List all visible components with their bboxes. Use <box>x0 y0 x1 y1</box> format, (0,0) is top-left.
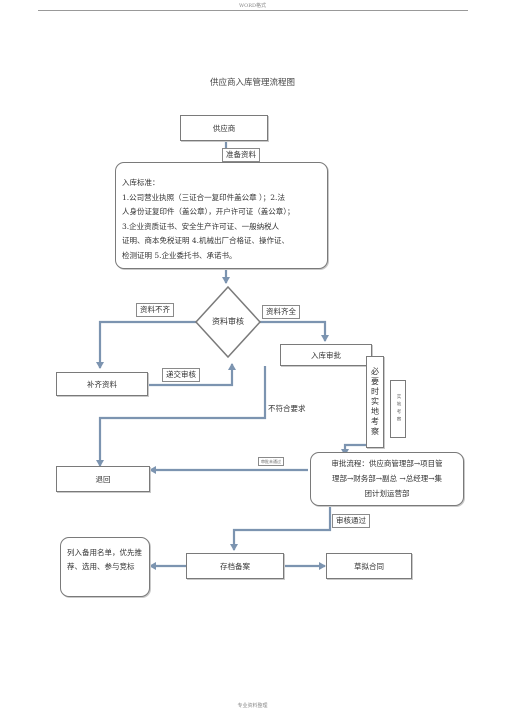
reserve-list-node: 列入备用名单，优先推荐、选用、参与竞标 <box>60 537 150 597</box>
approval-failed-label: 审批未通过 <box>258 457 284 466</box>
arrow-review-to-approval <box>260 320 329 342</box>
criteria-line-4: 证明、商本免税证明 4.机械出厂合格证、操作证、 <box>122 236 290 245</box>
passed-label: 审核通过 <box>332 514 370 528</box>
review-diamond <box>194 285 262 359</box>
criteria-title: 入库标准： <box>122 178 160 187</box>
criteria-line-2: 人身份证复印件（盖公章），开户许可证（盖公章）； <box>122 207 295 216</box>
draft-contract-label: 草拟合同 <box>354 561 384 571</box>
reserve-list-label: 列入备用名单，优先推荐、选用、参与竞标 <box>67 548 142 571</box>
site-visit-label: 必要时实地考察 <box>370 367 380 437</box>
arrow-review-to-supplement <box>96 320 196 369</box>
archive-node: 存档备案 <box>186 553 284 579</box>
supplement-node: 补齐资料 <box>56 372 148 396</box>
draft-contract-node: 草拟合同 <box>326 553 412 579</box>
review-label: 资料审核 <box>212 317 244 326</box>
criteria-line-5: 检测证明 5.企业委托书、承诺书。 <box>122 250 237 260</box>
arrow-approval-to-reject <box>96 366 267 467</box>
archive-label: 存档备案 <box>220 561 250 571</box>
site-visit-node: 必要时实地考察 <box>366 356 384 448</box>
supplement-label: 补齐资料 <box>87 379 117 389</box>
process-line-2: 理部→财务部→副总 →总经理→集 <box>331 474 443 483</box>
supplier-node: 供应商 <box>180 115 268 141</box>
diagram-title: 供应商入库管理流程图 <box>209 78 295 88</box>
incomplete-label: 资料不齐 <box>136 303 174 317</box>
site-visit-small-label: 实地考察 <box>396 394 401 424</box>
prepare-label: 准备资料 <box>222 148 260 162</box>
process-line-3: 团计划运营部 <box>364 489 410 498</box>
criteria-line-3: 3.企业资质证书、安全生产许可证、一般纳税人 <box>122 221 280 231</box>
arrow-supplement-to-review <box>148 363 236 387</box>
criteria-node: 入库标准： 1.公司营业执照（三证合一复印件盖公章 ）；2.法 人身份证复印件（… <box>115 162 328 269</box>
approval-node: 入库审批 <box>280 344 372 366</box>
arrow-process-to-archive <box>230 507 332 551</box>
site-visit-small-node: 实地考察 <box>390 380 406 438</box>
criteria-line-1: 1.公司营业执照（三证合一复印件盖公章 ）；2.法 <box>122 192 285 202</box>
header-rule <box>38 10 468 11</box>
supplier-label: 供应商 <box>212 123 236 133</box>
complete-label: 资料齐全 <box>262 305 300 319</box>
reject-label: 退回 <box>95 474 111 484</box>
reject-node: 退回 <box>56 466 150 492</box>
resubmit-label: 递交审核 <box>162 368 200 382</box>
process-node: 审批流程：供应商管理部→项目管 理部→财务部→副总 →总经理→集 团计划运营部 <box>310 452 464 506</box>
not-met-label: 不符合要求 <box>268 404 306 413</box>
page-footer: 专业资料整理 <box>237 703 268 709</box>
process-line-1: 审批流程：供应商管理部→项目管 <box>331 459 443 468</box>
page-header: WORD格式 <box>238 3 266 9</box>
approval-label: 入库审批 <box>311 350 341 360</box>
